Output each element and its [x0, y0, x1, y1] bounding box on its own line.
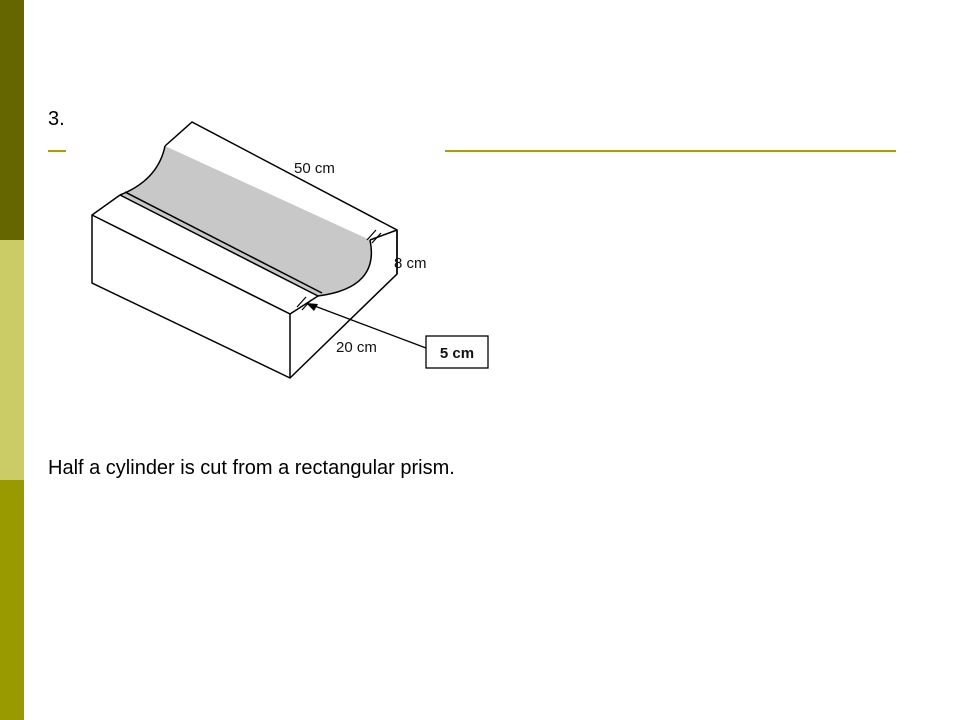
width-label: 20 cm [336, 339, 377, 356]
side-bar-top [0, 0, 24, 240]
radius-label: 5 cm [440, 345, 474, 362]
radius-arrow [311, 304, 427, 349]
caption: Half a cylinder is cut from a rectangula… [48, 457, 455, 479]
equal-tick-marks [296, 229, 382, 311]
title-rule-left [48, 150, 66, 152]
height-label: 8 cm [394, 255, 427, 272]
radius-label-box [425, 335, 489, 369]
slide-number: 3. [48, 108, 65, 130]
side-bar-bottom [0, 480, 24, 720]
side-bar-middle [0, 240, 24, 480]
title-rule-right [445, 150, 896, 152]
half-cylinder-cut-surface [120, 146, 372, 296]
prism-outline [91, 121, 398, 379]
length-label: 50 cm [294, 160, 335, 177]
arrow-head [306, 303, 318, 311]
